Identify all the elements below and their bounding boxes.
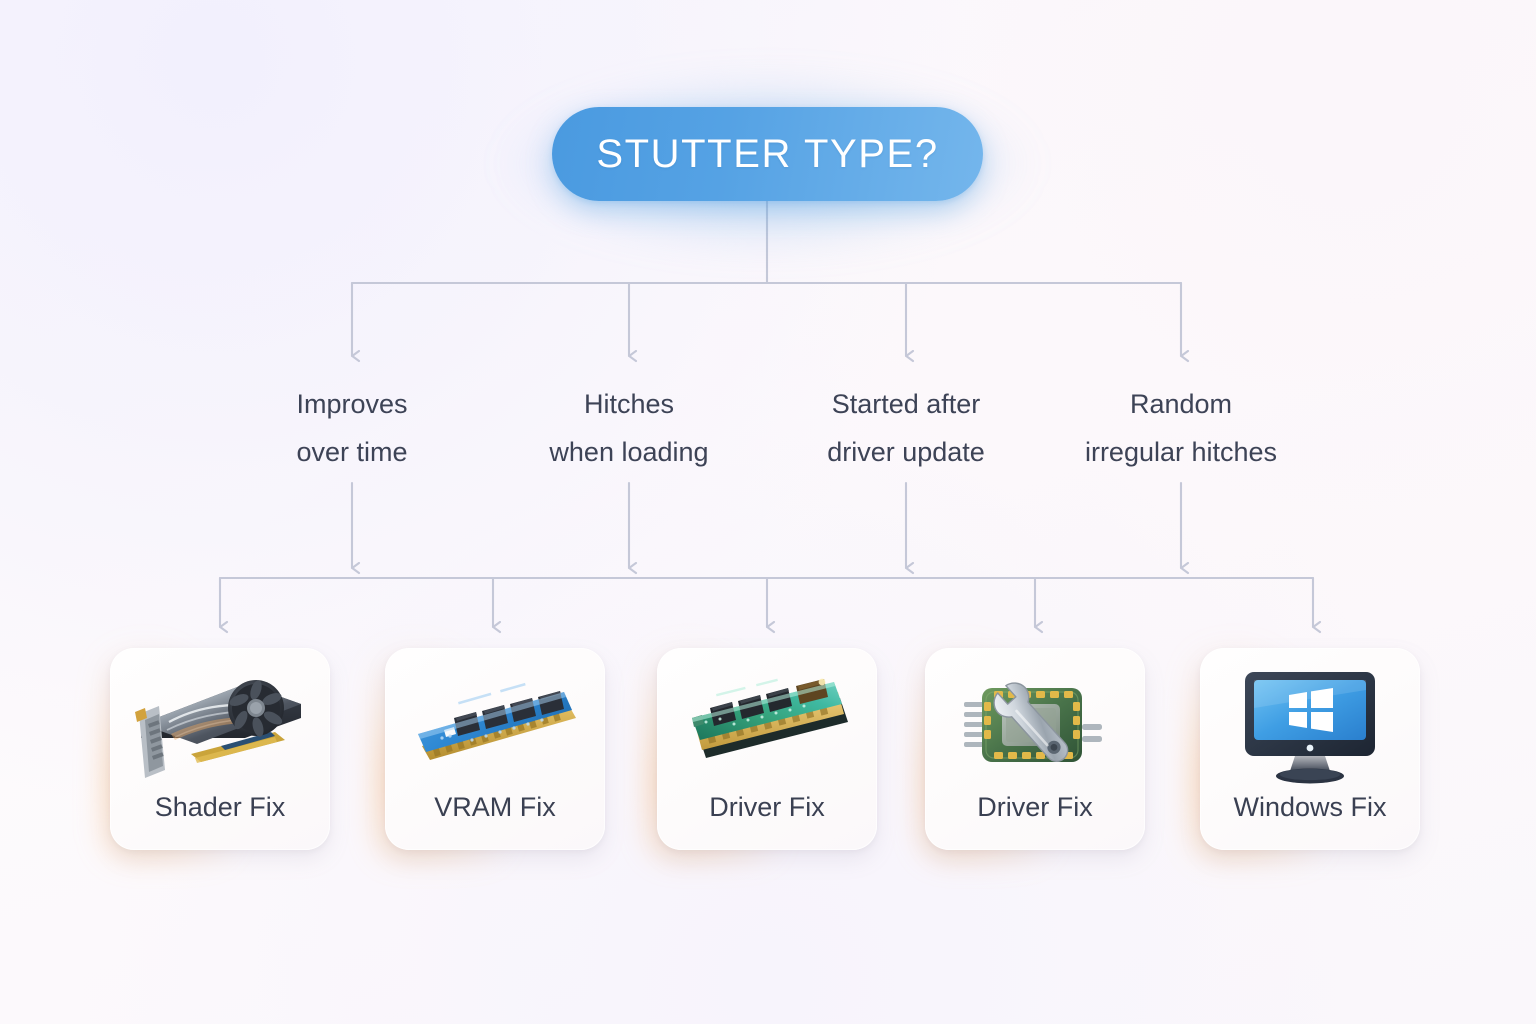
outcome-card-label: Windows Fix (1233, 792, 1387, 822)
graphics-card-icon (125, 662, 315, 786)
branch-improves-over-time: Improves over time (296, 389, 408, 467)
chip-wrench-icon (940, 662, 1130, 786)
branch-hitches-when-loading: Hitches when loading (549, 389, 709, 467)
branch-started-after-driver-update: Started after driver update (827, 389, 985, 467)
outcome-card-label: Driver Fix (977, 792, 1093, 822)
outcome-card-driver-fix-module[interactable]: Driver Fix (657, 648, 877, 850)
root-node-label: STUTTER TYPE? (596, 131, 939, 176)
outcome-card-vram-fix[interactable]: VRAM Fix (385, 648, 605, 850)
outcome-card-driver-fix-chip[interactable]: Driver Fix (925, 648, 1145, 850)
memory-module-blue-icon (400, 662, 590, 786)
root-node-stutter-type[interactable]: STUTTER TYPE? (552, 107, 983, 201)
memory-module-green-icon (672, 662, 862, 786)
branch-random-irregular-hitches: Random irregular hitches (1084, 389, 1278, 467)
outcome-card-label: Shader Fix (154, 792, 286, 822)
monitor-windows-icon (1215, 662, 1405, 786)
outcome-card-windows-fix[interactable]: Windows Fix (1200, 648, 1420, 850)
outcome-card-shader-fix[interactable]: Shader Fix (110, 648, 330, 850)
outcome-card-label: VRAM Fix (434, 792, 556, 822)
outcome-card-label: Driver Fix (709, 792, 825, 822)
